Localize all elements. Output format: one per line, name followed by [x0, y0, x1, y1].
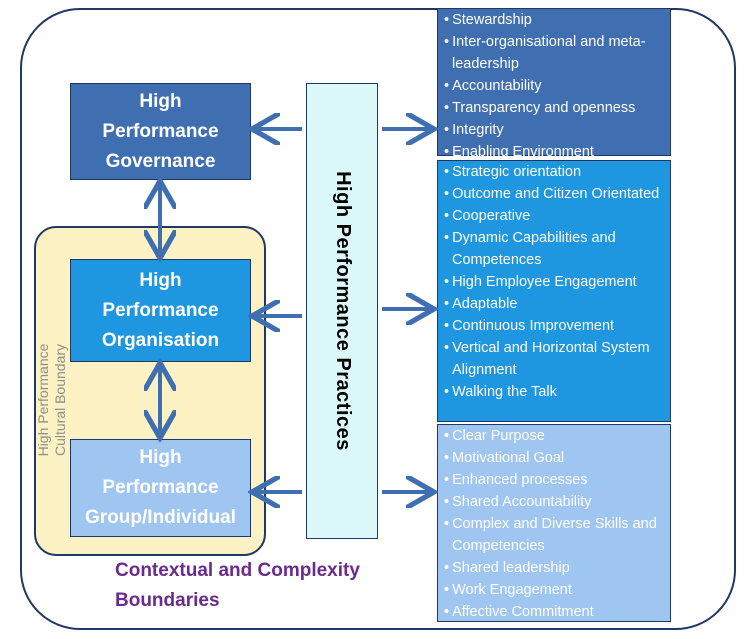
- list-item: High Employee Engagement: [444, 271, 670, 293]
- list-item: Complex and Diverse Skills and Competenc…: [444, 513, 670, 557]
- list-item: Cooperative: [444, 205, 670, 227]
- group-attributes-list: Clear PurposeMotivational GoalEnhanced p…: [437, 424, 671, 622]
- list-item: Enabling Environment: [444, 141, 670, 163]
- list-item: Vertical and Horizontal System Alignment: [444, 337, 670, 381]
- list-item: Accountability: [444, 75, 670, 97]
- contextual-boundary-label: Contextual and Complexity Boundaries: [115, 560, 360, 611]
- list-item: Enhanced processes: [444, 469, 670, 491]
- list-item: Shared Accountability: [444, 491, 670, 513]
- list-item: Transparency and openness: [444, 97, 670, 119]
- governance-label: High Performance Governance: [102, 90, 219, 172]
- group-label: High Performance Group/Individual: [85, 447, 236, 528]
- organisation-label: High Performance Organisation: [101, 269, 220, 351]
- list-item: Integrity: [444, 119, 670, 141]
- list-item: Adaptable: [444, 293, 670, 315]
- list-item: Walking the Talk: [444, 381, 670, 403]
- list-item: Clear Purpose: [444, 425, 670, 447]
- list-item: Stewardship: [444, 9, 670, 31]
- list-item: Outcome and Citizen Orientated: [444, 183, 670, 205]
- list-item: Inter-organisational and meta-leadership: [444, 31, 670, 75]
- list-item: Shared leadership: [444, 557, 670, 579]
- organisation-attributes-list: Strategic orientationOutcome and Citizen…: [437, 160, 671, 422]
- list-item: Strategic orientation: [444, 161, 670, 183]
- list-item: Continuous Improvement: [444, 315, 670, 337]
- practices-bar: [306, 83, 378, 539]
- list-item: Dynamic Capabilities and Competences: [444, 227, 670, 271]
- list-item: Work Engagement: [444, 579, 670, 601]
- list-item: Affective Commitment: [444, 601, 670, 623]
- governance-attributes-list: StewardshipInter-organisational and meta…: [437, 8, 671, 160]
- list-item: Motivational Goal: [444, 447, 670, 469]
